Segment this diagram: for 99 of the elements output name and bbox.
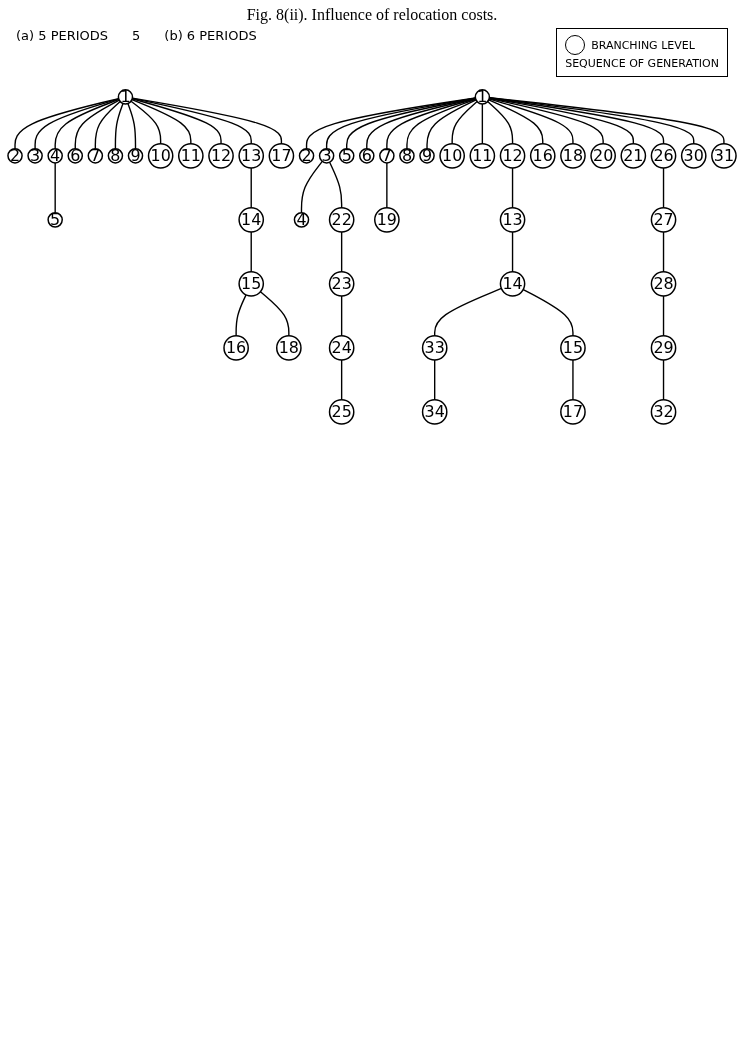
connector	[662, 295, 665, 337]
connector	[131, 98, 222, 145]
connector	[434, 287, 503, 337]
connector	[451, 100, 478, 145]
connector	[131, 98, 192, 145]
node-circle: 17	[268, 143, 295, 169]
connector	[488, 97, 604, 145]
connector	[406, 98, 477, 150]
node-circle: 29	[650, 335, 677, 361]
node-circle: 20	[590, 143, 616, 169]
node-circle: 5	[47, 212, 63, 228]
node-circle: 8	[107, 148, 124, 164]
node-circle: 1	[117, 89, 134, 105]
node-circle: 9	[419, 148, 435, 164]
connector	[14, 97, 120, 150]
node-circle: 14	[238, 207, 265, 233]
connector	[250, 231, 252, 273]
node-circle: 10	[439, 143, 465, 169]
figure-title: Fig. 8(ii). Influence of relocation costs.	[245, 6, 499, 24]
connector	[235, 294, 247, 337]
legend-text: SEQUENCE OF GENERATION	[565, 57, 719, 70]
node-circle: 9	[127, 148, 144, 164]
node-circle: 6	[359, 148, 375, 164]
node-circle: 28	[650, 271, 677, 297]
connector	[114, 102, 124, 150]
node-circle: 1	[474, 89, 491, 105]
node-circle: 2	[298, 148, 315, 164]
node-circle: 23	[328, 271, 355, 297]
node-circle: 25	[328, 399, 355, 425]
node-circle: 2	[7, 148, 23, 164]
connector	[572, 359, 574, 401]
node-circle: 13	[238, 143, 265, 169]
legend-text: BRANCHING LEVEL	[591, 38, 695, 52]
connector	[328, 161, 343, 209]
connector	[511, 167, 514, 209]
connector	[434, 359, 436, 401]
connector	[54, 98, 120, 150]
node-circle: 12	[499, 143, 526, 169]
node-circle: 4	[293, 212, 310, 228]
connector	[54, 162, 56, 214]
connector	[481, 103, 484, 145]
node-circle: 31	[711, 143, 737, 169]
connector	[511, 231, 514, 273]
connector	[250, 167, 252, 209]
connector	[94, 100, 121, 150]
node-circle: 3	[27, 148, 43, 164]
annotation-text: 5	[132, 28, 141, 43]
connector	[426, 99, 477, 150]
connector	[366, 97, 477, 150]
node-circle: 16	[529, 143, 556, 169]
connector	[127, 102, 137, 150]
node-circle: 6	[67, 148, 84, 164]
node-circle: 34	[421, 399, 448, 425]
node-circle: 26	[650, 143, 677, 169]
node-circle: 4	[47, 148, 63, 164]
connector	[386, 162, 388, 209]
connector	[340, 359, 343, 401]
connector	[386, 98, 477, 150]
connector	[662, 231, 665, 273]
connector	[662, 167, 665, 209]
node-circle: 3	[318, 148, 335, 164]
node-circle: 27	[650, 207, 677, 233]
node-circle: 11	[469, 143, 496, 169]
node-circle: 8	[399, 148, 415, 164]
connector	[131, 97, 252, 145]
node-circle: 15	[560, 335, 586, 361]
node-circle: 18	[560, 143, 586, 169]
node-circle: 21	[620, 143, 647, 169]
annotation-text: (b) 6 PERIODS	[164, 28, 257, 43]
node-circle: 11	[177, 143, 204, 169]
connector	[486, 100, 514, 145]
node-circle: 13	[499, 207, 526, 233]
connector	[522, 288, 574, 337]
node-circle: 15	[238, 271, 265, 297]
node-circle: 32	[650, 399, 677, 425]
connector	[131, 97, 283, 145]
connector	[488, 97, 635, 145]
connector	[34, 98, 120, 150]
connector	[488, 98, 574, 145]
node-circle: 14	[499, 271, 526, 297]
connector	[340, 231, 343, 273]
node-circle: 12	[208, 143, 234, 169]
node-circle: 18	[276, 335, 302, 361]
node-circle: 10	[147, 143, 174, 169]
connector	[74, 99, 120, 150]
node-circle: 16	[223, 335, 249, 361]
node-circle: 22	[328, 207, 355, 233]
node-circle: 24	[328, 335, 355, 361]
node-circle: 33	[421, 335, 448, 361]
node-circle: 19	[374, 207, 400, 233]
node-circle: 30	[680, 143, 707, 169]
connector	[488, 99, 544, 145]
connector	[340, 295, 343, 337]
annotation-text: (a) 5 PERIODS	[16, 28, 109, 43]
connector	[662, 359, 665, 401]
connector	[130, 100, 162, 145]
connector	[259, 291, 290, 337]
connector	[300, 160, 323, 214]
node-circle: 17	[560, 399, 586, 425]
